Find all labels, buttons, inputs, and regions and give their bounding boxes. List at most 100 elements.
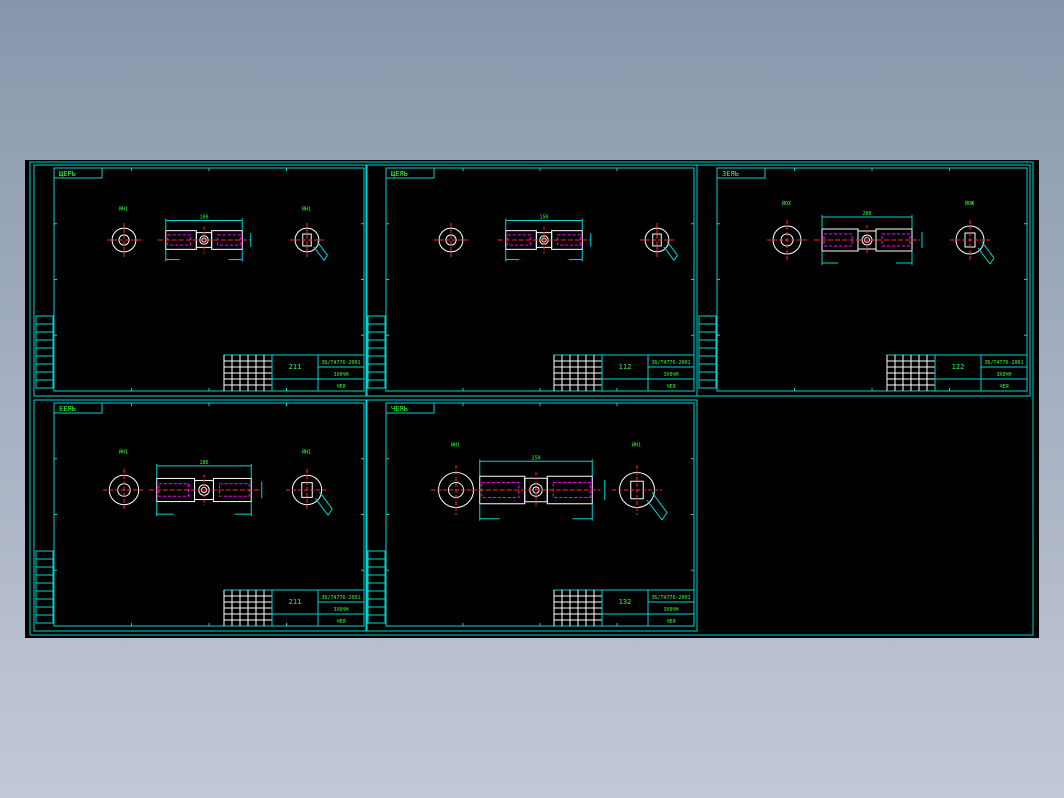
revision-cell <box>35 331 54 341</box>
revision-cell <box>367 614 386 624</box>
leader-line <box>323 255 328 261</box>
view-label-left: ЙН1 <box>119 205 128 212</box>
revision-cell <box>698 363 717 373</box>
view-label-right: ЙН1 <box>302 448 311 455</box>
view-label-right: ЙОЖ <box>965 200 974 207</box>
leader-line <box>319 491 333 510</box>
end-view-right-circle <box>644 227 670 253</box>
sheet-tag-box <box>53 167 103 179</box>
end-view-bore-circle <box>118 234 130 246</box>
revision-cell <box>698 323 717 333</box>
sheet-tag-box <box>385 167 435 179</box>
leader-line <box>314 498 329 516</box>
revision-cell <box>367 566 386 576</box>
standard-number: ЗБ/Т4776-2001 <box>651 595 690 601</box>
sheet-outer-border <box>696 164 1031 397</box>
drawing-title: 211 <box>289 363 302 371</box>
revision-cell <box>367 331 386 341</box>
standard-number: ЗБ/Т4776-2001 <box>651 360 690 366</box>
view-label-left: ЙОХ <box>782 200 791 207</box>
drawing-title: 112 <box>619 363 632 371</box>
sheet-outer-border <box>33 399 368 632</box>
drawing-code: ЗХ0ЧН <box>333 372 348 378</box>
drawing-code: ЗХ0ЧН <box>663 372 678 378</box>
revision-cell <box>367 550 386 560</box>
standard-number: ЗБ/Т4776-2001 <box>321 595 360 601</box>
sheet-tag-box <box>385 402 435 414</box>
leader-line <box>651 492 668 513</box>
revision-cell <box>35 582 54 592</box>
leader-line <box>661 512 668 521</box>
revision-cell <box>35 347 54 357</box>
leader-line <box>316 241 328 256</box>
drawing-code: ЗХ0ЧН <box>663 607 678 613</box>
revision-cell <box>367 355 386 365</box>
dimension-overall-label: 200 <box>862 211 871 217</box>
revision-cell <box>698 379 717 389</box>
leader-line <box>666 241 678 256</box>
revision-cell <box>367 315 386 325</box>
leader-line <box>327 508 333 516</box>
leader-line <box>646 499 663 521</box>
leader-line <box>989 257 995 265</box>
revision-cell <box>367 606 386 616</box>
leader-line <box>981 241 995 259</box>
end-view-outer-circle <box>111 227 137 253</box>
revision-cell <box>35 558 54 568</box>
drawing-code: ЗХ0ЧН <box>333 607 348 613</box>
drawing-code: ЗХ0ЧН <box>996 372 1011 378</box>
sheet-tag: ЗЕЯЬ <box>722 170 739 178</box>
sheet-tag: ЕЕЯЬ <box>59 405 76 413</box>
revision-cell <box>367 339 386 349</box>
end-view-right-circle <box>294 227 320 253</box>
revision-cell <box>367 363 386 373</box>
revision-cell <box>367 598 386 608</box>
sheet-tag: ЩЕРЬ <box>59 170 76 178</box>
leader-line <box>977 247 991 265</box>
revision-cell <box>35 323 54 333</box>
revision-cell <box>35 598 54 608</box>
revision-cell <box>698 339 717 349</box>
end-view-bore-circle <box>445 234 457 246</box>
revision-cell <box>698 331 717 341</box>
revision-cell <box>35 606 54 616</box>
drawing-note: ЧЕЯ <box>666 384 675 390</box>
revision-cell <box>367 582 386 592</box>
end-view-outer-circle <box>438 227 464 253</box>
drawing-title: 132 <box>619 598 632 606</box>
drawing-note: ЧЕЯ <box>999 384 1008 390</box>
dimension-overall-label: 180 <box>199 460 208 466</box>
revision-cell <box>35 574 54 584</box>
revision-cell <box>35 379 54 389</box>
dimension-overall-label: 250 <box>531 455 540 461</box>
drawing-title: 211 <box>289 598 302 606</box>
drawing-note: ЧЕЯ <box>666 619 675 625</box>
drawing-set-border <box>29 161 1034 636</box>
dimension-overall-label: 150 <box>539 214 548 220</box>
revision-cell <box>35 550 54 560</box>
revision-cell <box>35 371 54 381</box>
leader-line <box>663 246 675 261</box>
sheet-outer-border <box>365 164 698 397</box>
revision-cell <box>367 323 386 333</box>
revision-cell <box>698 371 717 381</box>
sheet-tag-box <box>53 402 103 414</box>
revision-cell <box>367 347 386 357</box>
revision-cell <box>367 590 386 600</box>
sheet-outer-border <box>33 164 368 397</box>
drawing-title: 122 <box>952 363 965 371</box>
view-label-left: ЙН1 <box>119 448 128 455</box>
revision-cell <box>367 379 386 389</box>
standard-number: ЗБ/Т4776-2001 <box>984 360 1023 366</box>
sheet-tag: ЩЕЯЬ <box>391 170 408 178</box>
view-label-left: ЙН1 <box>451 441 460 448</box>
revision-cell <box>35 363 54 373</box>
drawing-note: ЧЕЯ <box>336 384 345 390</box>
